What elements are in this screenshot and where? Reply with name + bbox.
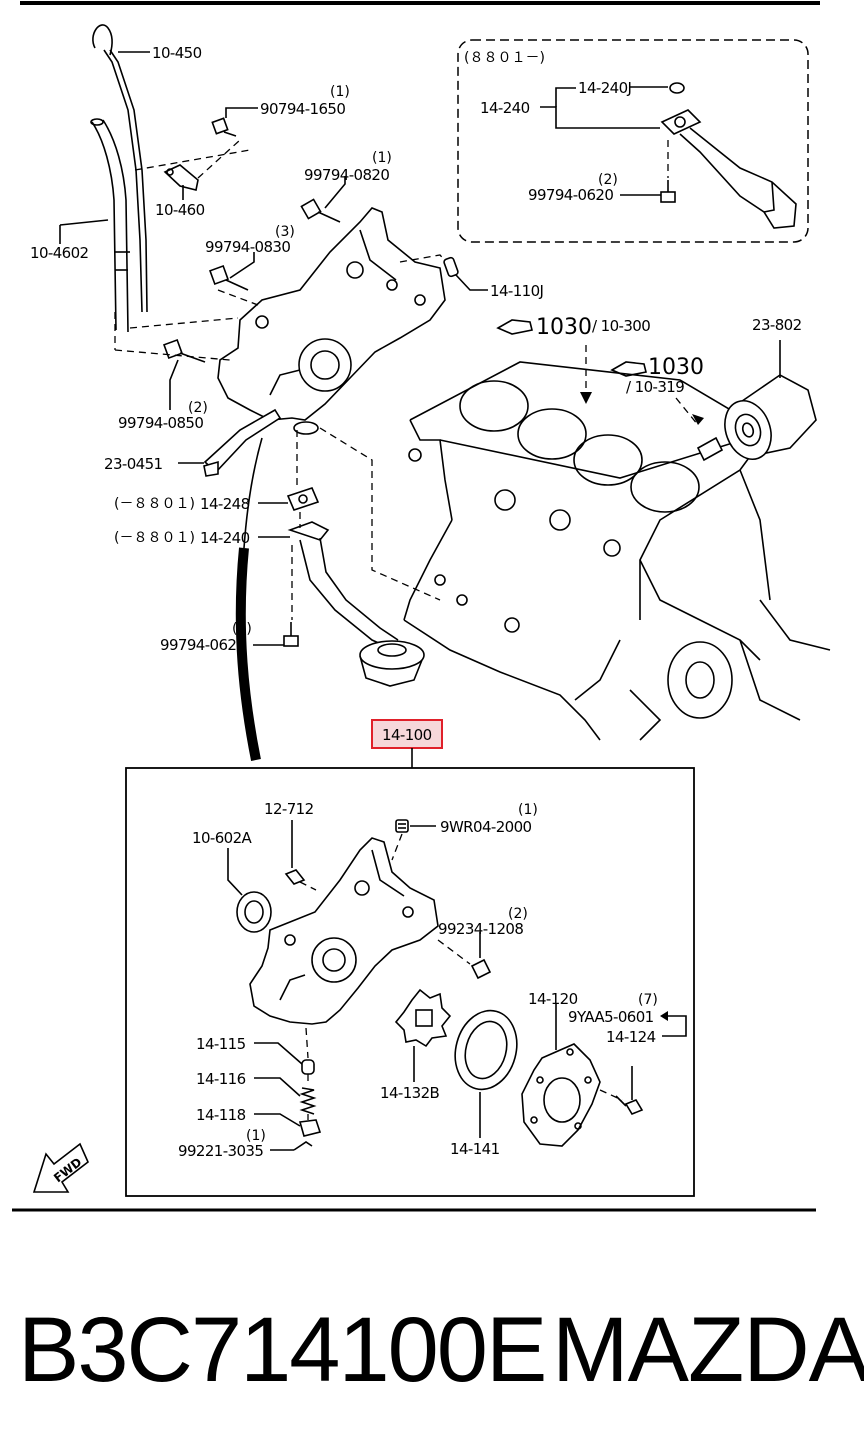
label-23-0451: 23-0451 <box>104 455 163 473</box>
pin-14-110j <box>443 256 459 278</box>
screw-14-124 <box>615 1095 644 1115</box>
plug-9wr04-2000 <box>395 819 409 833</box>
label-10-602a: 10-602A <box>192 829 253 847</box>
seal-10-602a <box>236 891 272 933</box>
qty-9wr04-2000: (1) <box>518 802 538 818</box>
label-14-118: 14-118 <box>196 1106 246 1124</box>
inset-strainer-14-240 <box>660 82 797 229</box>
bolt-99794-0620-main <box>283 622 299 647</box>
label-12-712: 12-712 <box>264 800 314 818</box>
period-14-248: (－８８０１) <box>114 496 195 512</box>
ref-10-300: / 10-300 <box>592 317 650 335</box>
ref-10-319: / 10-319 <box>626 378 684 396</box>
ref-1030-b-text: 1030 <box>648 355 704 380</box>
gasket-14-248 <box>286 487 320 511</box>
dipstick-group <box>90 24 148 333</box>
footer-title: B3C714100E MAZDA <box>0 1290 864 1410</box>
bolt-99794-0830 <box>209 265 249 291</box>
qty-99234-1208: (2) <box>508 906 528 922</box>
qty-99794-0830: (3) <box>275 224 295 240</box>
relief-plug-14-118 <box>298 1119 322 1137</box>
inset-period: (８８０１－) <box>464 50 545 66</box>
label-99794-0620-inset: 99794-0620 <box>528 186 613 204</box>
label-10-460: 10-460 <box>155 201 205 219</box>
highlight-14-100[interactable] <box>371 719 443 749</box>
qty-99794-0850: (2) <box>188 400 208 416</box>
oil-pump-main <box>217 207 446 435</box>
label-9yaa5-0601: 9YAA5-0601 <box>568 1008 654 1026</box>
oil-filter-23-802 <box>724 374 817 460</box>
label-14-115: 14-115 <box>196 1035 246 1053</box>
label-14-240-inset: 14-240 <box>480 99 530 117</box>
qty-99794-0620-inset: (2) <box>598 172 618 188</box>
label-99221-3035: 99221-3035 <box>178 1142 263 1160</box>
label-99794-0820: 99794-0820 <box>304 166 389 184</box>
inset-bolt-99794-0620 <box>660 180 676 203</box>
label-99234-1208: 99234-1208 <box>438 920 523 938</box>
bolt-99794-0850 <box>163 339 206 363</box>
inset-frame <box>457 39 809 243</box>
ref-1030-a <box>496 319 533 335</box>
detail-frame <box>125 767 695 1197</box>
label-99794-0830: 99794-0830 <box>205 238 290 256</box>
label-14-100: 14-100 <box>382 726 432 744</box>
qty-9yaa5-0601: (7) <box>638 992 658 1008</box>
brand-name: MAZDA <box>552 1299 864 1401</box>
gear-14-132b <box>394 988 452 1048</box>
nipple-fitting <box>696 436 724 462</box>
bolt-90794-1650 <box>211 117 237 137</box>
label-9wr04-2000: 9WR04-2000 <box>440 818 532 836</box>
fwd-arrow-icon: FWD <box>32 1142 89 1193</box>
clip-10-460 <box>163 164 199 191</box>
ref-1030-a-text: 1030 <box>536 315 592 340</box>
label-14-116: 14-116 <box>196 1070 246 1088</box>
qty-90794-1650: (1) <box>330 84 350 100</box>
pin-12-712 <box>284 869 306 885</box>
dowel-99234-1208 <box>470 958 492 980</box>
strainer-14-240 <box>287 521 425 687</box>
pin-99221-3035 <box>293 1141 313 1151</box>
label-99794-0620-main: 99794-0620 <box>160 636 245 654</box>
label-99794-0850: 99794-0850 <box>118 414 203 432</box>
relief-plunger-14-115 <box>301 1059 315 1075</box>
label-14-120: 14-120 <box>528 990 578 1008</box>
label-90794-1650: 90794-1650 <box>260 100 345 118</box>
bolt-99794-0820 <box>300 198 341 223</box>
gasket-23-0451 <box>203 408 282 477</box>
qty-99221-3035: (1) <box>246 1128 266 1144</box>
part-number: B3C714100E <box>18 1299 547 1401</box>
detail-callout-arrow <box>235 547 261 761</box>
qty-99794-0820: (1) <box>372 150 392 166</box>
label-14-124: 14-124 <box>606 1028 656 1046</box>
cover-14-120 <box>521 1043 601 1147</box>
period-14-240-main: (－８８０１) <box>114 530 195 546</box>
label-23-802: 23-802 <box>752 316 802 334</box>
label-14-132b: 14-132B <box>380 1084 440 1102</box>
label-14-240-main: 14-240 <box>200 529 250 547</box>
label-10-450: 10-450 <box>152 44 202 62</box>
ref-1030-b <box>610 361 647 377</box>
label-10-4602: 10-4602 <box>30 244 89 262</box>
detail-pump-body <box>249 837 439 1025</box>
label-14-110j: 14-110J <box>490 282 543 300</box>
label-14-248: 14-248 <box>200 495 250 513</box>
rotor-14-141 <box>454 1009 518 1091</box>
relief-spring-14-116 <box>299 1087 317 1115</box>
label-14-240j: 14-240J <box>578 79 631 97</box>
label-14-141: 14-141 <box>450 1140 500 1158</box>
